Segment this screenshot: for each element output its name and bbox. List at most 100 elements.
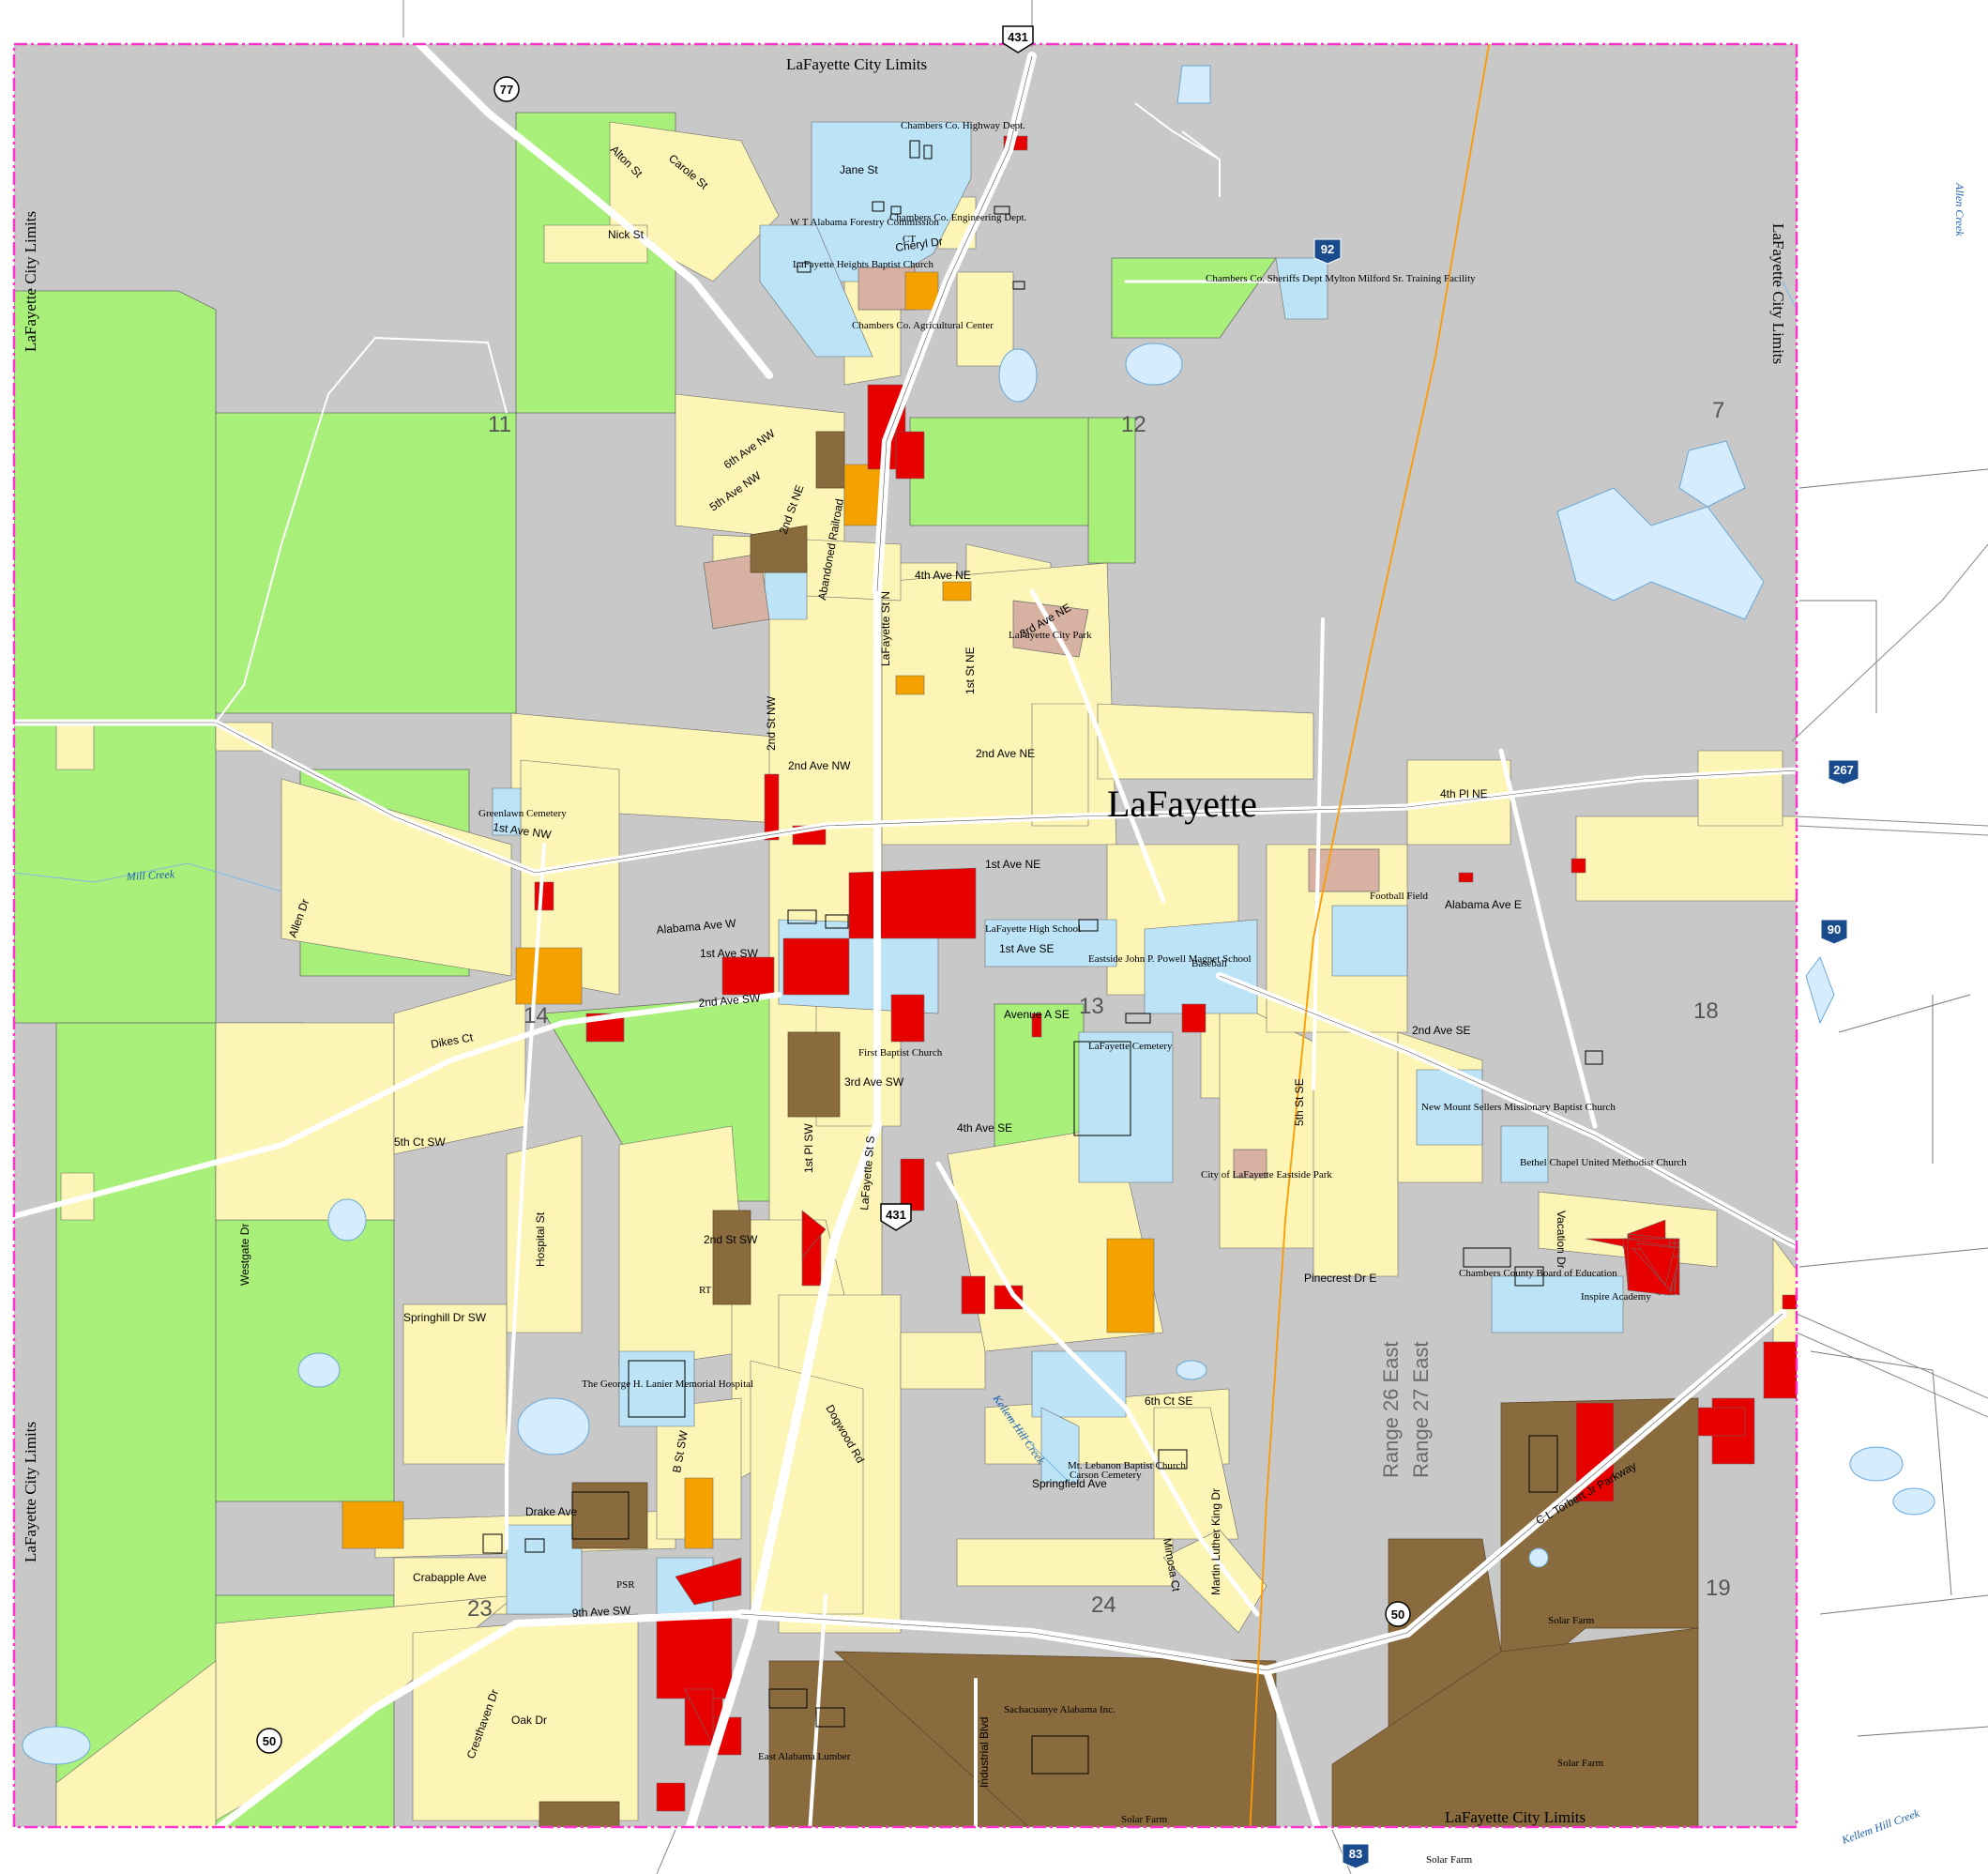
highway-shields: 431 431 77 50 50 92 267 90 [256,25,1859,1869]
street-label: Hospital St [534,1211,547,1267]
institution-label: Solar Farm [1557,1758,1604,1769]
street-label: 2nd St NW [765,695,778,751]
institution-label: Bethel Chapel United Methodist Church [1520,1157,1687,1168]
power-line [1249,44,1491,1827]
institution-label: East Alabama Lumber [758,1751,851,1762]
street-label: Nick St [608,228,645,241]
svg-text:77: 77 [500,83,513,97]
institution-label: Inspire Academy [1581,1291,1651,1303]
institution-label: Chambers Co. Engineering Dept. [889,212,1027,223]
institution-label: Solar Farm [1426,1854,1473,1866]
street-label: 1st Pl SW [802,1123,815,1173]
street-label: 2nd Ave SW [698,991,761,1010]
institution-label: RT [699,1285,712,1296]
section-number: 24 [1091,1592,1116,1618]
trails [215,102,1221,724]
institution-labels: Chambers Co. Highway Dept. W T Alabama F… [478,120,1687,1866]
institution-label: Eastside John P. Powell Magnet School [1088,953,1252,965]
institution-label: Mt. Lebanon Baptist Church [1068,1460,1186,1471]
institutional-zones [492,121,1624,1615]
street-label: 5th Ct SW [394,1135,446,1149]
street-label: 2nd Ave SE [1412,1024,1471,1037]
city-limit-label-bottom: LaFayette City Limits [1445,1808,1586,1826]
outside-roads [402,0,1988,1874]
city-limit-label-left-lower: LaFayette City Limits [22,1422,39,1562]
street-label: Springfield Ave [1032,1477,1107,1490]
city-limit-label-right: LaFayette City Limits [1769,223,1787,364]
svg-text:267: 267 [1833,763,1854,777]
commercial-zones [534,135,1797,1812]
svg-text:90: 90 [1828,922,1841,937]
institution-label: First Baptist Church [858,1047,943,1059]
street-label: Martin Luther King Dr [1209,1488,1222,1595]
street-label: 1st Ave SE [999,942,1054,955]
street-label: Avenue A SE [1004,1008,1070,1021]
institution-label: The George H. Lanier Memorial Hospital [582,1379,753,1390]
svg-text:431: 431 [1008,30,1028,44]
city-limit-label-top: LaFayette City Limits [786,55,927,73]
institution-label: CT [903,234,916,245]
street-label: 4th Ave NE [915,569,971,582]
outside-water [1805,955,1935,1516]
range-label: Range 26 East [1379,1341,1403,1478]
state-50-shield-west: 50 [256,1728,282,1754]
street-label: Pinecrest Dr E [1304,1272,1376,1285]
street-label: Oak Dr [511,1714,547,1727]
street-label: 2nd Ave NW [788,759,851,772]
institution-label: Baseball [1191,958,1227,969]
street-label: 2nd Ave NE [976,747,1035,760]
street-label: 4th Ave SE [957,1121,1012,1135]
building-footprints [482,140,1603,1775]
section-number: 19 [1706,1576,1731,1601]
city-limit-labels: LaFayette City Limits LaFayette City Lim… [22,55,1787,1826]
street-label: 6th Ct SE [1145,1394,1192,1408]
street-label: 1st St NE [964,647,977,694]
street-label: Crabapple Ave [413,1571,487,1584]
institution-label: Chambers County Board of Education [1459,1268,1617,1279]
street-label: 5th St SE [1293,1078,1306,1126]
section-number: 12 [1121,412,1146,437]
street-label: 3rd Ave SW [844,1075,904,1089]
city-limit-boundary [12,42,1798,1829]
street-label: Drake Ave [525,1505,577,1518]
section-numbers: 11 12 7 14 13 18 23 24 19 [467,398,1731,1622]
svg-text:50: 50 [263,1734,276,1748]
street-label: Jane St [840,163,878,176]
water-label: Allen Creek [1953,182,1966,236]
institution-label: Chambers Co. Sheriffs Dept Mylton Milfor… [1206,273,1476,284]
institution-label: LaFayette Cemetery [1088,1041,1173,1052]
institution-label: City of LaFayette Eastside Park [1201,1169,1332,1181]
street-label: 9th Ave SW [571,1604,631,1620]
water-bodies [22,65,1765,1765]
institution-label: Solar Farm [1121,1814,1168,1825]
street-label: LaFayette St S [857,1135,877,1211]
institution-label: New Mount Sellers Missionary Baptist Chu… [1421,1102,1616,1113]
city-limit-label-left-upper: LaFayette City Limits [22,211,39,352]
section-number: 14 [524,1003,549,1028]
institution-label: Chambers Co. Highway Dept. [901,120,1025,131]
section-number: 23 [467,1596,493,1622]
range-labels: Range 26 East Range 27 East [1379,1341,1433,1478]
street-label: Alabama Ave E [1445,898,1522,911]
us-431-north-shield: 431 [1002,25,1034,53]
city-title: LaFayette [1107,783,1257,825]
section-number: 7 [1712,398,1724,423]
street-label: Industrial Blvd [978,1717,991,1788]
street-label: 1st Ave SW [700,947,758,960]
institution-label: Sachacuanye Alabama Inc. [1004,1704,1115,1715]
state-50-shield-east: 50 [1385,1601,1411,1627]
county-83-shield: 83 [1342,1843,1370,1869]
street-label: 4th Pl NE [1440,787,1488,800]
institution-label: W T Alabama Forestry Commission [790,217,939,228]
outside-parcel-lines [1798,468,1988,1737]
institution-label: PSR [616,1579,635,1591]
water-label: Mill Creek [125,867,175,883]
svg-text:92: 92 [1321,242,1334,256]
county-92-shield: 92 [1313,238,1342,265]
institution-label: Chambers Co. Agricultural Center [852,320,994,331]
county-90-shield: 90 [1820,919,1848,945]
institution-label: Solar Farm [1548,1615,1595,1626]
section-number: 13 [1079,994,1104,1019]
residential-zones [55,121,1797,1827]
